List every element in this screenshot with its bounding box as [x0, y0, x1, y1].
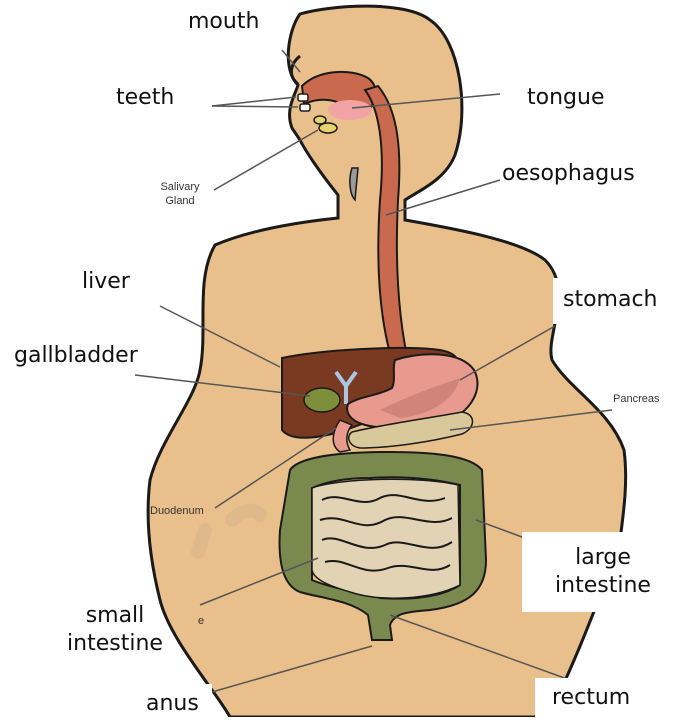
leader-teeth-upper	[212, 97, 296, 106]
salivary-gland-shape-2	[314, 116, 326, 124]
leader-teeth-lower	[212, 106, 298, 107]
leader-salivary	[214, 130, 318, 190]
label-gallbladder: gallbladder	[14, 342, 138, 370]
label-oesophagus: oesophagus	[502, 160, 635, 188]
lower-teeth	[300, 104, 310, 111]
label-teeth: teeth	[116, 84, 174, 112]
label-tongue: tongue	[527, 84, 604, 112]
label-small-intestine: small intestine	[50, 602, 180, 658]
label-rectum: rectum	[552, 684, 630, 712]
label-pancreas: Pancreas	[613, 392, 659, 406]
label-stomach: stomach	[563, 286, 658, 314]
tongue-shape	[328, 100, 372, 120]
left-arm-patch-2	[198, 530, 205, 552]
upper-teeth	[298, 94, 308, 101]
label-liver: liver	[82, 268, 130, 296]
gallbladder-shape	[304, 388, 340, 412]
label-stray-e: e	[198, 614, 204, 628]
label-duodenum: Duodenum	[150, 504, 204, 518]
label-mouth: mouth	[188, 8, 259, 36]
label-large-intestine: large intestine	[538, 544, 668, 600]
label-anus: anus	[146, 690, 199, 718]
label-salivary-gland: Salivary Gland	[150, 180, 210, 208]
